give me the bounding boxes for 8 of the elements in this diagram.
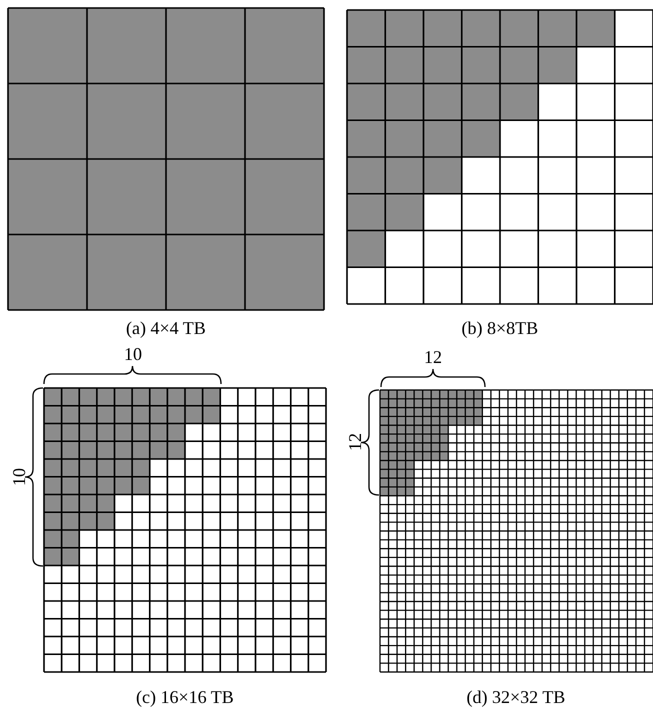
panel-caption: (d) 32×32 TB bbox=[466, 688, 566, 706]
dimension-label: 10 bbox=[10, 468, 28, 486]
dimension-label: 10 bbox=[124, 345, 142, 363]
panel-caption: (b) 8×8TB bbox=[462, 319, 538, 337]
dimension-label: 12 bbox=[424, 348, 442, 366]
dimension-label: 12 bbox=[346, 433, 364, 451]
panel-caption: (c) 16×16 TB bbox=[136, 688, 234, 706]
panel-caption: (a) 4×4 TB bbox=[126, 319, 206, 337]
